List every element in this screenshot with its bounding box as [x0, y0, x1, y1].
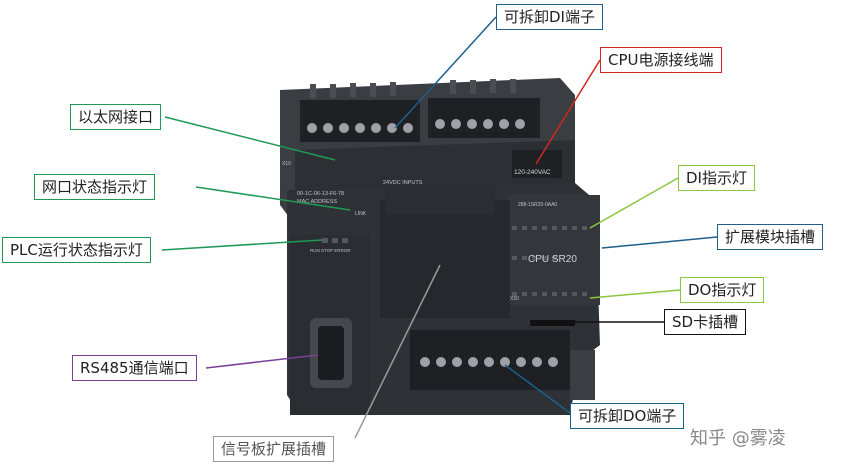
leader-do-led [589, 289, 681, 299]
leader-signal-board [354, 264, 441, 439]
x10-text: X10 [282, 161, 291, 167]
di-terminal-block-left [300, 100, 420, 142]
signal-board-door [380, 200, 510, 318]
label-cpu-power: CPU电源接线端 [600, 47, 722, 73]
leader-cpu-power [535, 59, 601, 165]
do-screws [420, 357, 558, 367]
leader-ethernet [164, 116, 336, 161]
bottom-foot [570, 350, 595, 400]
link-text: LINK [355, 211, 367, 217]
leader-plc-status [161, 239, 323, 251]
label-do-terminal: 可拆卸DO端子 [570, 403, 685, 429]
di-led-row [512, 226, 587, 260]
label-sd-slot: SD卡插槽 [664, 309, 747, 335]
leader-do-terminal [504, 364, 571, 414]
x50-text: X50 [510, 296, 519, 302]
label-do-led: DO指示灯 [680, 277, 765, 303]
di-terminal-block-right [428, 98, 540, 138]
model-text: CPU SR20 [528, 254, 577, 265]
sd-card-slot [530, 320, 575, 326]
di-screws-left [307, 123, 413, 133]
label-plc-status: PLC运行状态指示灯 [2, 237, 151, 263]
label-rs485: RS485通信端口 [72, 355, 197, 381]
leader-lines [161, 16, 718, 439]
label-signal-board: 信号板扩展插槽 [213, 436, 335, 462]
watermark: 知乎 @雾凌 [690, 428, 786, 449]
label-expansion-slot: 扩展模块插槽 [717, 224, 824, 250]
leader-di-led [589, 177, 679, 229]
rs485-port-socket [318, 326, 344, 380]
do-led-row [512, 292, 587, 296]
power-text: 120-240VAC [514, 169, 551, 176]
mac-text: 00-1C-06-13-F6-78 [297, 191, 344, 197]
inputs-text: 24VDC INPUTS [383, 180, 423, 186]
expansion-side [508, 195, 600, 305]
run-stop-error-text: RUN STOP ERROR [310, 248, 351, 253]
label-ethernet: 以太网接口 [70, 104, 162, 130]
power-terminal-block [512, 150, 562, 178]
leader-expansion [601, 236, 718, 249]
label-di-led: DI指示灯 [678, 165, 755, 191]
label-net-status: 网口状态指示灯 [34, 174, 156, 200]
plc-status-leds [322, 238, 348, 243]
plc-device: CPU SR20 24VDC INPUTS 120-240VAC 288-1SR… [280, 78, 600, 415]
order-text: 288-1SR20-0AA0 [518, 202, 557, 208]
leader-di-terminal [394, 16, 497, 129]
signal-board-cover [385, 185, 495, 215]
top-ribs [310, 79, 516, 98]
label-di-terminal: 可拆卸DI端子 [496, 4, 603, 30]
leader-net-status [195, 186, 351, 211]
mac-title-text: MAC ADDRESS [297, 199, 337, 205]
di-screws-right [435, 119, 525, 129]
leader-rs485 [205, 354, 319, 369]
